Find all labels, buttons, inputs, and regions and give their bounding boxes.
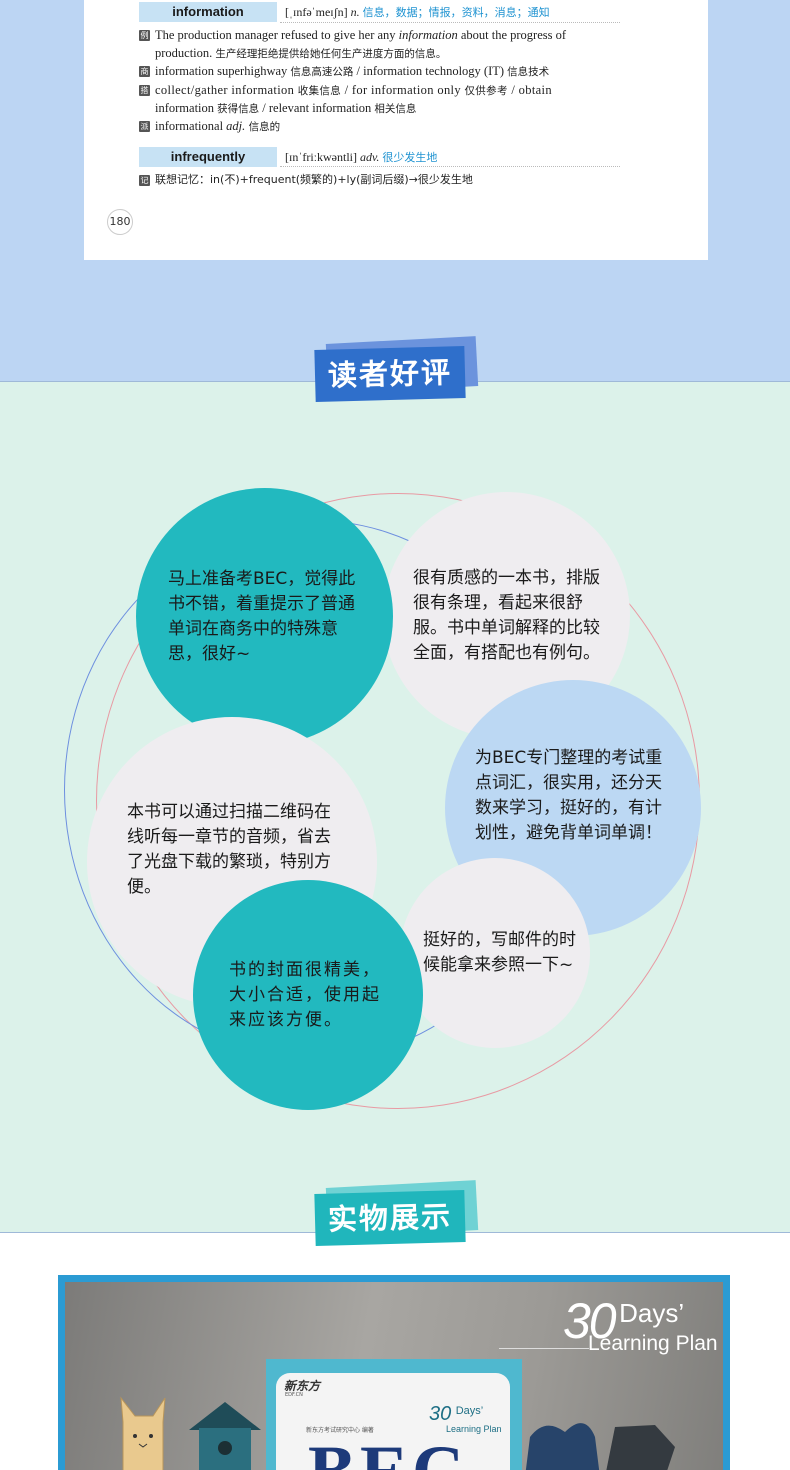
example-text: production. [155,46,213,60]
phrase-zh: 相关信息 [374,103,417,115]
pronunciation: [ɪnˈfriːkwəntli] [285,150,357,164]
pronunciation: [ˌɪnfəˈmeɪʃn] [285,5,348,19]
book-days-word: Days’ [455,1405,484,1417]
review-bubble: 书的封面很精美，大小合适，使用起来应该方便。 [193,880,423,1110]
review-text: 书的封面很精美，大小合适，使用起来应该方便。 [229,959,381,1030]
review-text: 本书可以通过扫描二维码在线听每一章节的音频，省去了光盘下载的繁琐，特别方便。 [127,801,331,897]
example-text: The production manager refused to give h… [155,28,399,42]
phrase: collect/gather information [155,83,298,97]
business-tag-icon: 商 [139,66,150,77]
part-of-speech: adj. [226,119,246,133]
review-text: 很有质感的一本书，排版很有条理，看起来很舒服。书中单词解释的比较全面，有搭配也有… [413,567,600,663]
publisher-sub: EDF.CN [285,1392,303,1398]
book-days: 30 Days’ [429,1403,483,1426]
phrase: informational [155,119,227,133]
example-tag-icon: 例 [139,30,150,41]
book-cover-panel: 新东方 EDF.CN 30 Days’ Learning Plan 新东方考试研… [276,1373,510,1470]
birdhouse-icon [189,1402,261,1470]
watermark-rule [499,1348,589,1349]
phrase: information [155,101,218,115]
decoration-icon [525,1423,675,1470]
review-text: 挺好的，写邮件的时候能拿来参照一下~ [423,930,576,975]
phrase-zh: 信息的 [245,121,281,133]
book-days-number: 30 [429,1403,452,1425]
example-text: about the progress of [457,28,567,42]
dictionary-page [84,0,708,260]
phrase: information superhighway [155,64,291,78]
page-number: 180 [107,209,133,235]
review-text: 为BEC专门整理的考试重点词汇，很实用，还分天数来学习，挺好的，有计划性，避免背… [475,747,663,843]
book-author: 新东方考试研究中心 编著 [306,1427,374,1434]
entry-information-pron: [ˌɪnfəˈmeɪʃn] n. 信息，数据；情报，资料，消息；通知 [285,4,550,20]
book-title: BEC [308,1435,468,1470]
phrase-zh: 信息高速公路 [290,66,354,78]
phrase: / relevant information [259,101,375,115]
product-photo: 30 Days’ Learning Plan 新东方 EDF.CN 30 Day… [65,1282,723,1470]
days-watermark: 30 Days’ [563,1292,684,1350]
cat-figurine-icon [120,1396,166,1470]
part-of-speech: n. [350,5,360,19]
example-sentence: The production manager refused to give h… [155,26,621,44]
phrase-zh: 仅供参考 [464,85,508,97]
collocation-cont: information 获得信息 / relevant information … [155,99,621,118]
phrase: / obtain [507,83,552,97]
days-word: Days’ [619,1298,685,1328]
part-of-speech: adv. [359,150,380,164]
phrase-zh: 收集信息 [297,85,342,97]
example-sentence-cont: production. 生产经理拒绝提供给她任何生产进度方面的信息。 [155,44,621,63]
reviews-title: 读者好评 [314,346,466,402]
publisher-logo: 新东方 [284,1379,321,1393]
reviews-banner: 读者好评 [314,336,479,402]
review-bubble: 挺好的，写邮件的时候能拿来参照一下~ [400,858,590,1048]
memory-tip: 联想记忆：in(不)+frequent(频繁的)+ly(副词后缀)→很少发生地 [155,173,473,186]
days-number: 30 [563,1293,617,1349]
business-usage: information superhighway 信息高速公路 / inform… [155,62,621,81]
phrase: / information technology (IT) [353,64,508,78]
plan-watermark: Learning Plan [588,1332,718,1355]
review-text: 马上准备考BEC，觉得此书不错，着重提示了普通单词在商务中的特殊意思，很好~ [168,568,356,664]
example-highlight: information [398,28,458,42]
phrase-zh: 获得信息 [217,103,260,115]
derived-word: informational adj. 信息的 [155,117,621,136]
photo-title: 实物展示 [314,1190,466,1246]
collocation: collect/gather information 收集信息 / for in… [155,81,621,100]
headword-information: information [139,2,277,22]
divider [280,166,620,167]
meaning: 信息，数据；情报，资料，消息；通知 [362,6,550,19]
example-translation: 生产经理拒绝提供给她任何生产进度方面的信息。 [215,48,447,60]
phrase: / for information only [341,83,465,97]
review-bubble: 很有质感的一本书，排版很有条理，看起来很舒服。书中单词解释的比较全面，有搭配也有… [383,492,630,739]
review-bubble: 马上准备考BEC，觉得此书不错，着重提示了普通单词在商务中的特殊意思，很好~ [136,488,393,745]
book-plan: Learning Plan [446,1424,502,1434]
meaning: 很少发生地 [382,151,438,164]
headword-infrequently: infrequently [139,147,277,167]
phrase-zh: 信息技术 [507,66,550,78]
photo-banner: 实物展示 [314,1180,479,1246]
divider [280,22,620,23]
collocation-tag-icon: 搭 [139,85,150,96]
entry-infrequently-pron: [ɪnˈfriːkwəntli] adv. 很少发生地 [285,149,437,165]
derived-tag-icon: 派 [139,121,150,132]
memory-tag-icon: 记 [139,175,150,186]
